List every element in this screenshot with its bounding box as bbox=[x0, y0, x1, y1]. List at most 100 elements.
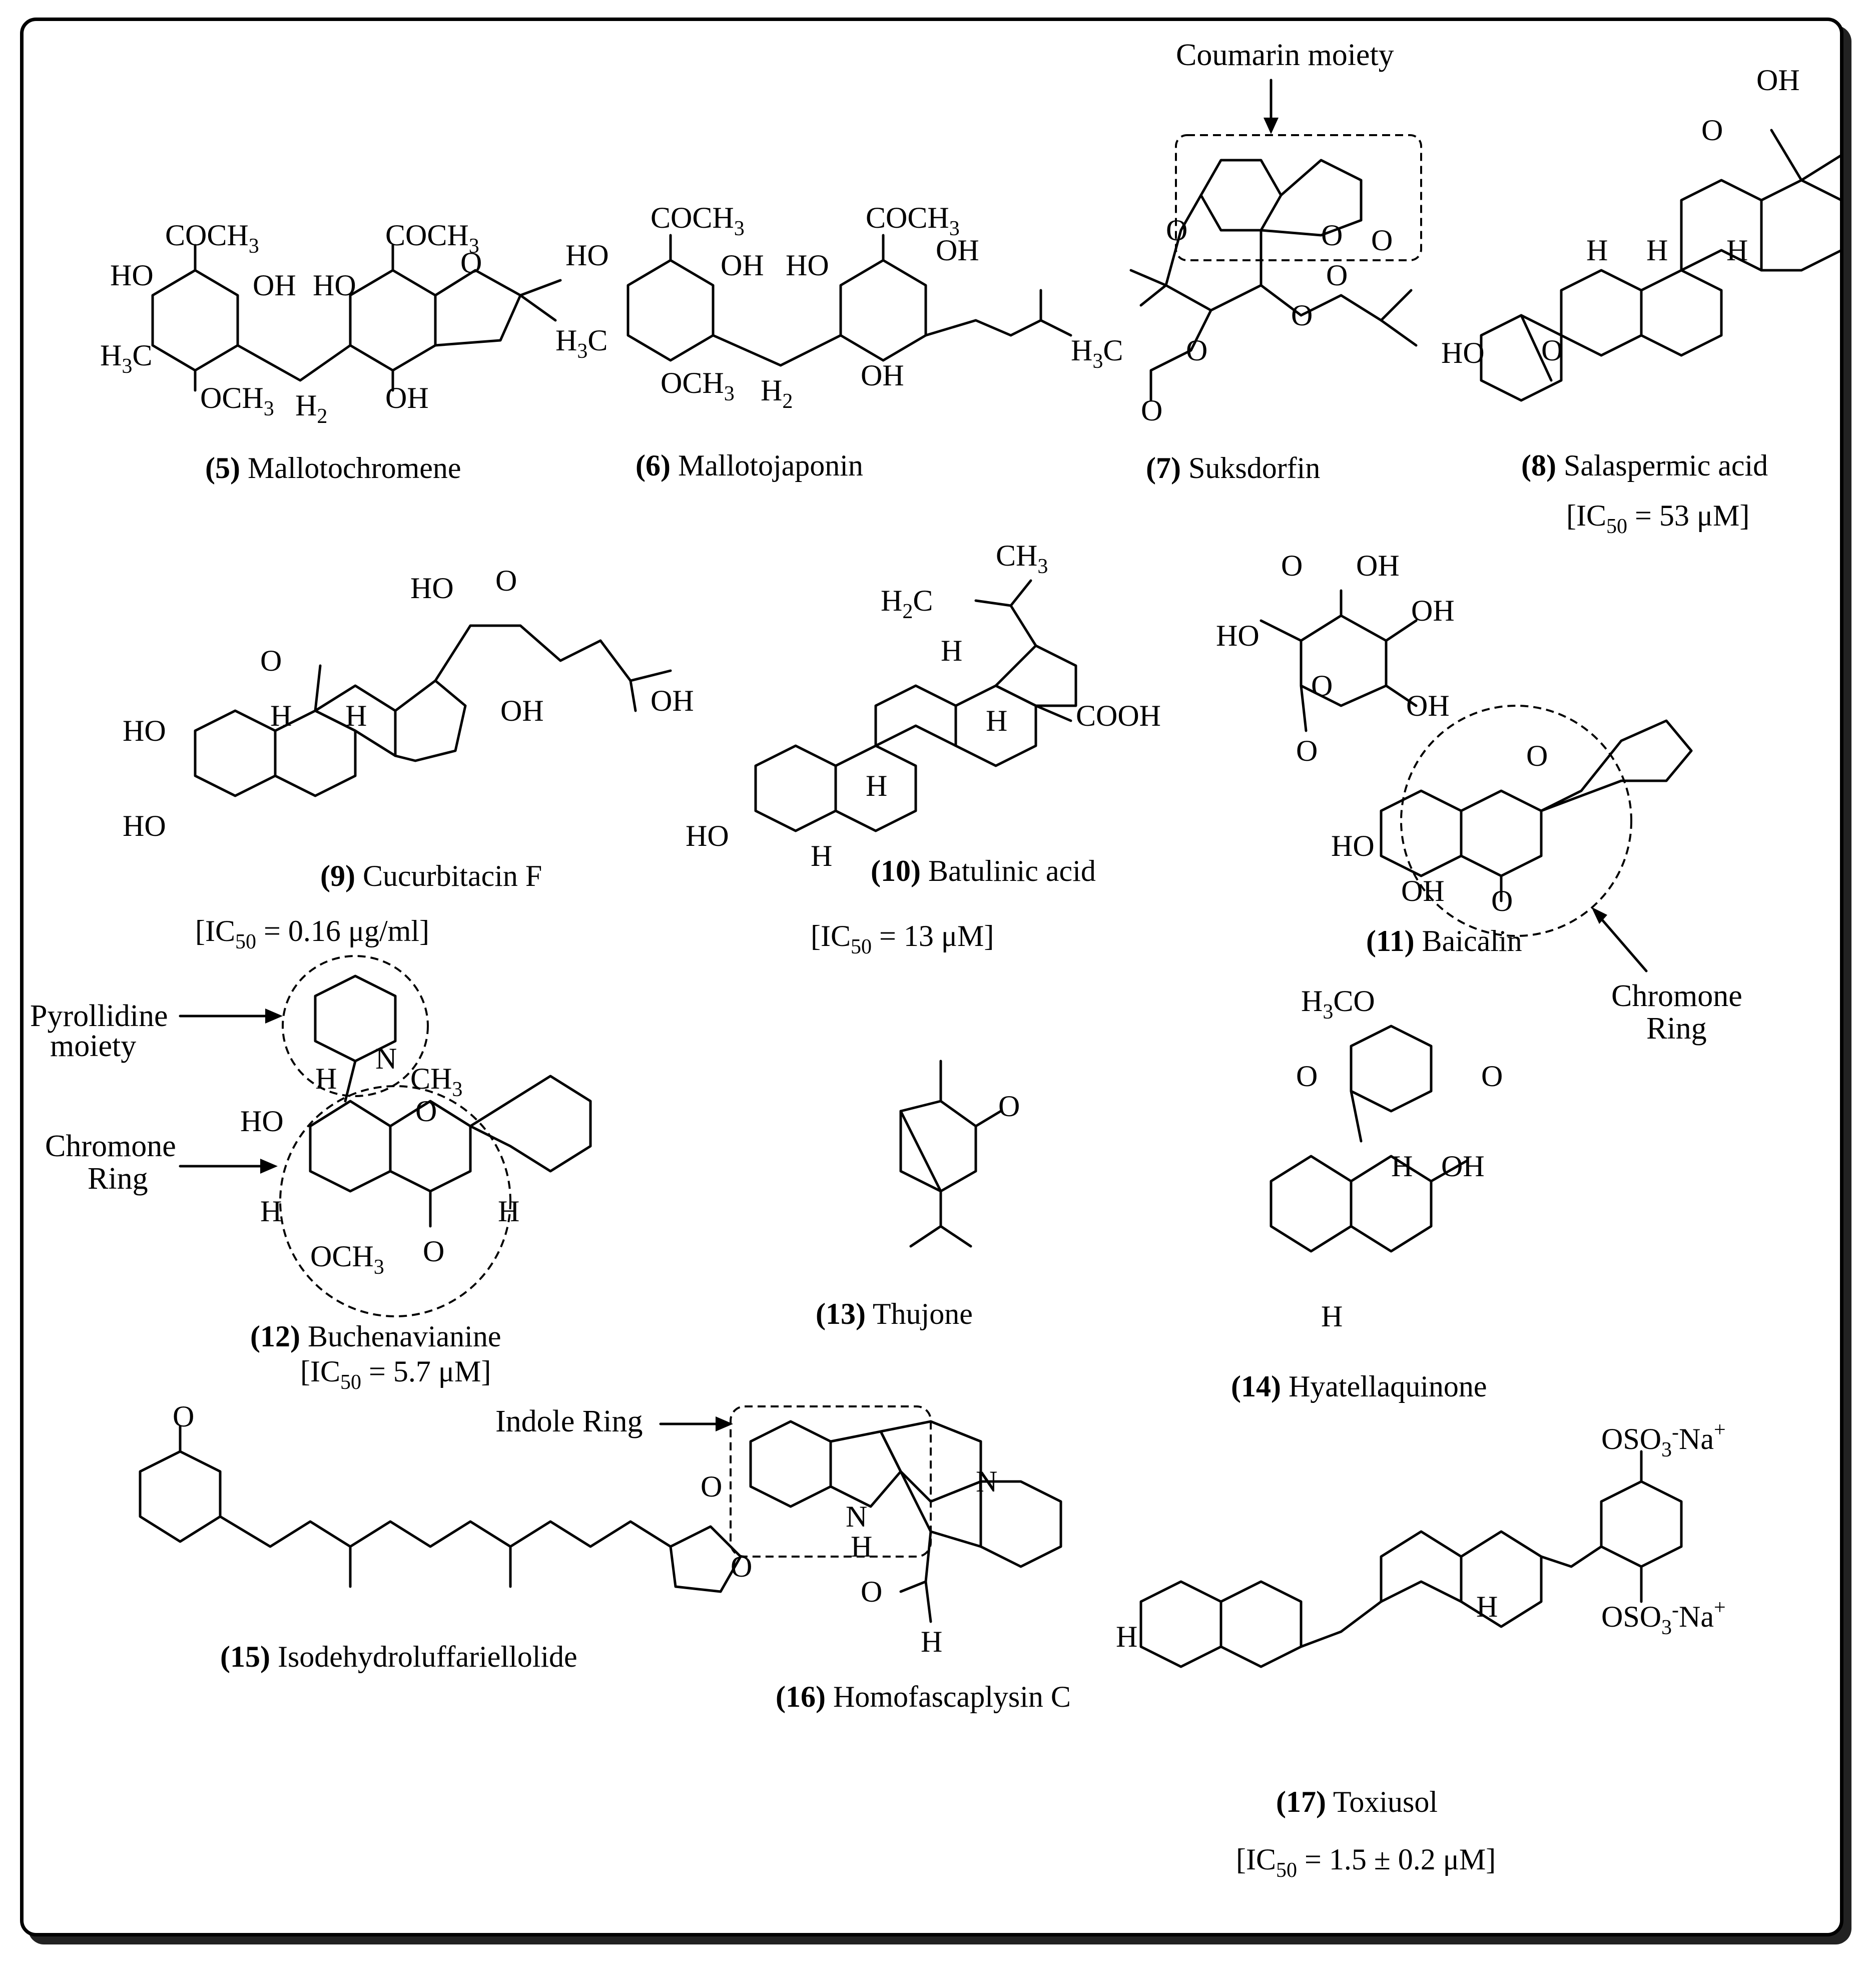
svg-text:HO: HO bbox=[123, 714, 166, 747]
chromone-arrow-11 bbox=[1597, 914, 1648, 972]
caption-11: (11) Baicalin bbox=[1366, 924, 1522, 957]
svg-text:COCH3: COCH3 bbox=[385, 219, 479, 258]
svg-text:H: H bbox=[811, 839, 832, 872]
svg-text:O: O bbox=[861, 1575, 882, 1608]
ic50-9: [IC50 = 0.16 μg/ml] bbox=[195, 914, 429, 953]
structure-hyatellaquinone: H3CO O O H OH H bbox=[1270, 984, 1503, 1333]
svg-text:HO: HO bbox=[240, 1105, 284, 1138]
svg-text:O: O bbox=[1296, 734, 1318, 767]
svg-text:OH: OH bbox=[1756, 64, 1800, 97]
svg-text:OH: OH bbox=[861, 359, 904, 392]
svg-text:H2: H2 bbox=[761, 374, 793, 413]
svg-text:O: O bbox=[1296, 1060, 1318, 1093]
structure-buchenavianine: N CH3 H HO O H H OCH3 O bbox=[240, 974, 592, 1279]
svg-text:H3C: H3C bbox=[1071, 334, 1123, 373]
svg-text:H: H bbox=[498, 1195, 519, 1228]
caption-12: (12) Buchenavianine bbox=[250, 1320, 501, 1353]
caption-6: (6) Mallotojaponin bbox=[636, 449, 863, 482]
svg-text:H: H bbox=[866, 769, 887, 802]
ic50-12: [IC50 = 5.7 μM] bbox=[300, 1355, 491, 1394]
svg-text:COCH3: COCH3 bbox=[651, 201, 745, 240]
svg-text:HO: HO bbox=[110, 259, 154, 292]
svg-text:COCH3: COCH3 bbox=[165, 219, 259, 258]
svg-text:OH: OH bbox=[500, 694, 544, 727]
chromone-label-11-line1: Chromone bbox=[1611, 979, 1742, 1013]
structure-homofascaplysin-c: N H N O H bbox=[749, 1420, 1062, 1658]
svg-text:HO: HO bbox=[123, 809, 166, 842]
structure-isodehydroluffariellolide: O O O bbox=[139, 1400, 752, 1593]
chromone-label-11-line2: Ring bbox=[1646, 1012, 1707, 1046]
caption-9: (9) Cucurbitacin F bbox=[320, 859, 542, 892]
svg-text:O: O bbox=[495, 564, 517, 597]
svg-text:H3CO: H3CO bbox=[1301, 984, 1375, 1024]
coumarin-highlight-box bbox=[1175, 134, 1422, 261]
pyrollidine-label-line2: moiety bbox=[50, 1029, 136, 1063]
svg-text:O: O bbox=[1481, 1060, 1503, 1093]
svg-text:H: H bbox=[1116, 1620, 1137, 1653]
svg-text:OH: OH bbox=[1401, 874, 1445, 907]
svg-text:HO: HO bbox=[1441, 336, 1485, 369]
structure-toxiusol: OSO3-Na+ OSO3-Na+ H H bbox=[1116, 1418, 1726, 1668]
svg-text:OSO3-Na+: OSO3-Na+ bbox=[1601, 1418, 1726, 1461]
svg-text:N: N bbox=[976, 1465, 997, 1498]
svg-text:O: O bbox=[701, 1470, 722, 1503]
svg-text:O: O bbox=[1166, 214, 1187, 247]
structure-cucurbitacin-f: HO O O HO H H OH OH HO bbox=[123, 564, 694, 842]
svg-text:OCH3: OCH3 bbox=[200, 381, 274, 420]
svg-text:O: O bbox=[415, 1095, 437, 1128]
svg-text:H2: H2 bbox=[295, 389, 327, 428]
svg-text:OH: OH bbox=[721, 249, 764, 282]
structure-batulinic-acid: H2C CH3 H H COOH H HO H bbox=[686, 539, 1161, 872]
svg-text:O: O bbox=[1291, 299, 1313, 332]
svg-text:COOH: COOH bbox=[1076, 699, 1161, 732]
svg-text:N: N bbox=[375, 1042, 397, 1075]
svg-text:O: O bbox=[998, 1090, 1020, 1123]
svg-text:OH: OH bbox=[1356, 549, 1400, 582]
svg-text:O: O bbox=[1311, 669, 1333, 702]
svg-text:HO: HO bbox=[410, 572, 454, 605]
svg-text:H: H bbox=[345, 699, 367, 732]
chromone-highlight-11 bbox=[1400, 705, 1632, 937]
svg-text:H: H bbox=[851, 1530, 872, 1563]
svg-text:H: H bbox=[921, 1625, 942, 1658]
svg-text:H: H bbox=[1646, 234, 1668, 267]
caption-13: (13) Thujone bbox=[816, 1297, 973, 1330]
ic50-17: [IC50 = 1.5 ± 0.2 μM] bbox=[1236, 1843, 1496, 1882]
svg-text:H: H bbox=[260, 1195, 282, 1228]
svg-text:H: H bbox=[1586, 234, 1608, 267]
svg-text:OH: OH bbox=[1411, 594, 1455, 627]
structure-mallotochromene: COCH3 COCH3 HO OH HO O H3C OCH3 H2 OH bbox=[100, 219, 562, 428]
caption-15: (15) Isodehydroluffariellolide bbox=[220, 1640, 577, 1673]
svg-text:N: N bbox=[846, 1500, 867, 1533]
svg-text:CH3: CH3 bbox=[410, 1062, 462, 1101]
svg-text:H: H bbox=[1391, 1150, 1413, 1183]
caption-5: (5) Mallotochromene bbox=[205, 451, 461, 484]
structure-mallotojaponin: COCH3 COCH3 HO OH HO OH H3C OCH3 H2 OH bbox=[555, 201, 1072, 413]
svg-text:H3C: H3C bbox=[100, 339, 152, 378]
svg-text:O: O bbox=[173, 1400, 194, 1433]
svg-text:O: O bbox=[731, 1550, 752, 1583]
svg-text:OH: OH bbox=[1441, 1150, 1485, 1183]
svg-text:O: O bbox=[260, 644, 282, 677]
svg-text:O: O bbox=[460, 246, 482, 279]
svg-text:H3C: H3C bbox=[555, 324, 607, 363]
svg-text:OH: OH bbox=[651, 684, 694, 717]
svg-text:O: O bbox=[1141, 394, 1162, 427]
svg-text:H: H bbox=[1321, 1300, 1343, 1333]
svg-text:COCH3: COCH3 bbox=[866, 201, 960, 240]
pyrollidine-highlight bbox=[282, 955, 429, 1097]
svg-text:H2C: H2C bbox=[881, 584, 933, 623]
svg-text:H: H bbox=[941, 634, 962, 667]
pyrollidine-label-line1: Pyrollidine bbox=[30, 999, 168, 1033]
svg-text:H: H bbox=[1726, 234, 1748, 267]
svg-text:O: O bbox=[1491, 884, 1513, 917]
indole-highlight-box bbox=[730, 1405, 932, 1558]
svg-text:H: H bbox=[986, 704, 1007, 737]
svg-text:OCH3: OCH3 bbox=[661, 366, 735, 405]
svg-text:HO: HO bbox=[1331, 829, 1375, 862]
caption-7: (7) Suksdorfin bbox=[1146, 451, 1320, 484]
caption-16: (16) Homofascaplysin C bbox=[776, 1680, 1071, 1713]
coumarin-label: Coumarin moiety bbox=[1176, 38, 1394, 72]
svg-text:O: O bbox=[1321, 219, 1343, 252]
